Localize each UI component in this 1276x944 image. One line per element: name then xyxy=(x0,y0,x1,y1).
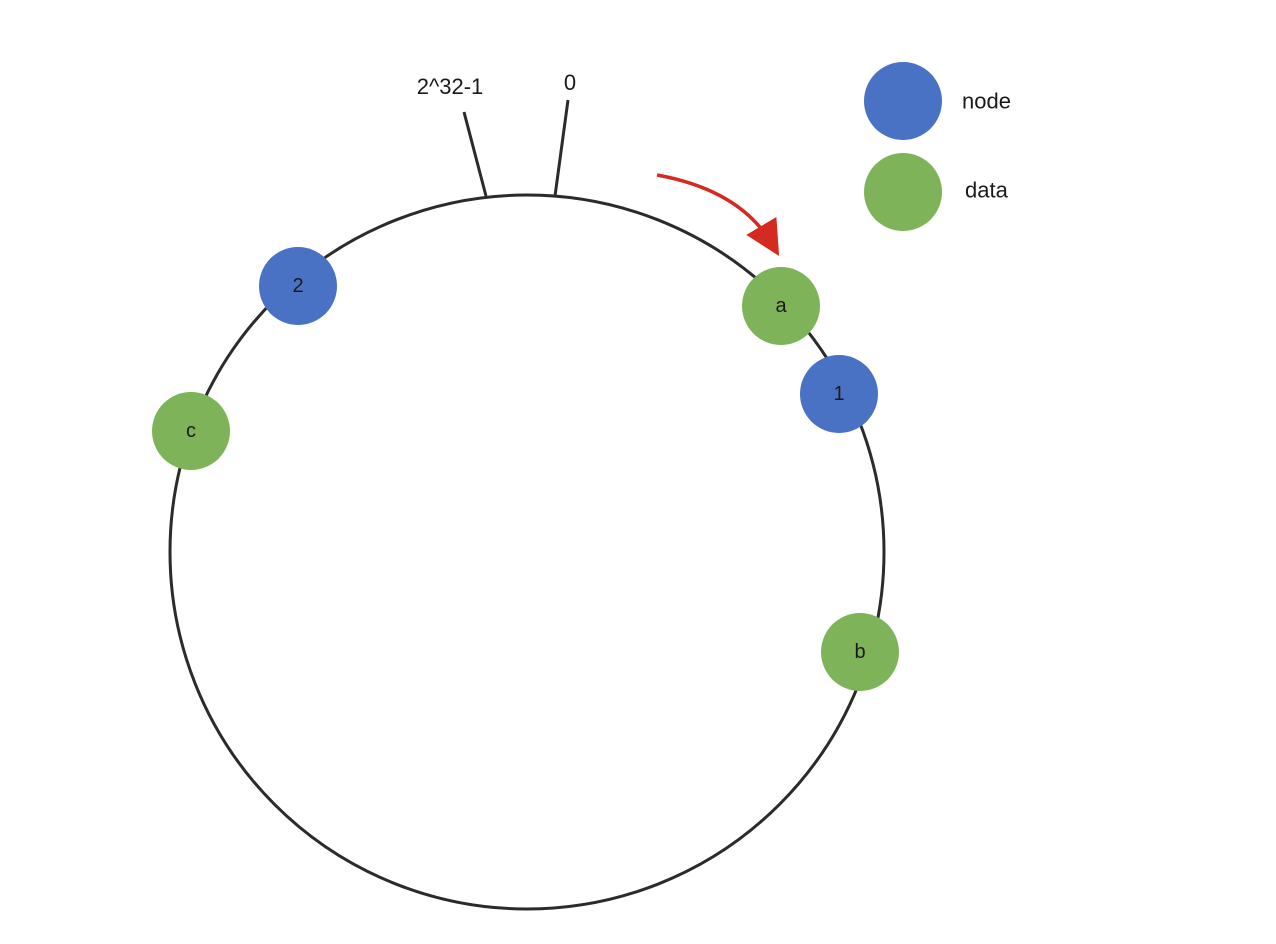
tick-zero xyxy=(553,99,570,197)
data-label: b xyxy=(854,641,865,663)
legend-node-swatch xyxy=(864,62,942,140)
hash-ring xyxy=(168,193,886,911)
data-label: a xyxy=(775,295,787,317)
ring-point-node-1: 1 xyxy=(800,355,878,433)
ring-point-data-b: b xyxy=(821,613,899,691)
ring-point-data-a: a xyxy=(742,267,820,345)
clockwise-arrow xyxy=(656,173,780,257)
tick-max xyxy=(462,111,488,197)
data-circle xyxy=(152,392,230,470)
node-label: 1 xyxy=(833,383,844,405)
ring-point-data-c: c xyxy=(152,392,230,470)
legend: node data xyxy=(864,62,1011,231)
legend-data-label: data xyxy=(965,178,1009,203)
label-max-value: 2^32-1 xyxy=(417,74,484,99)
ring-point-node-2: 2 xyxy=(259,247,337,325)
data-circle xyxy=(742,267,820,345)
node-circle xyxy=(800,355,878,433)
data-circle xyxy=(821,613,899,691)
data-label: c xyxy=(186,420,196,442)
node-circle xyxy=(259,247,337,325)
node-label: 2 xyxy=(292,275,303,297)
legend-data-swatch xyxy=(864,153,942,231)
label-zero-value: 0 xyxy=(564,70,576,95)
legend-node-label: node xyxy=(962,89,1011,114)
